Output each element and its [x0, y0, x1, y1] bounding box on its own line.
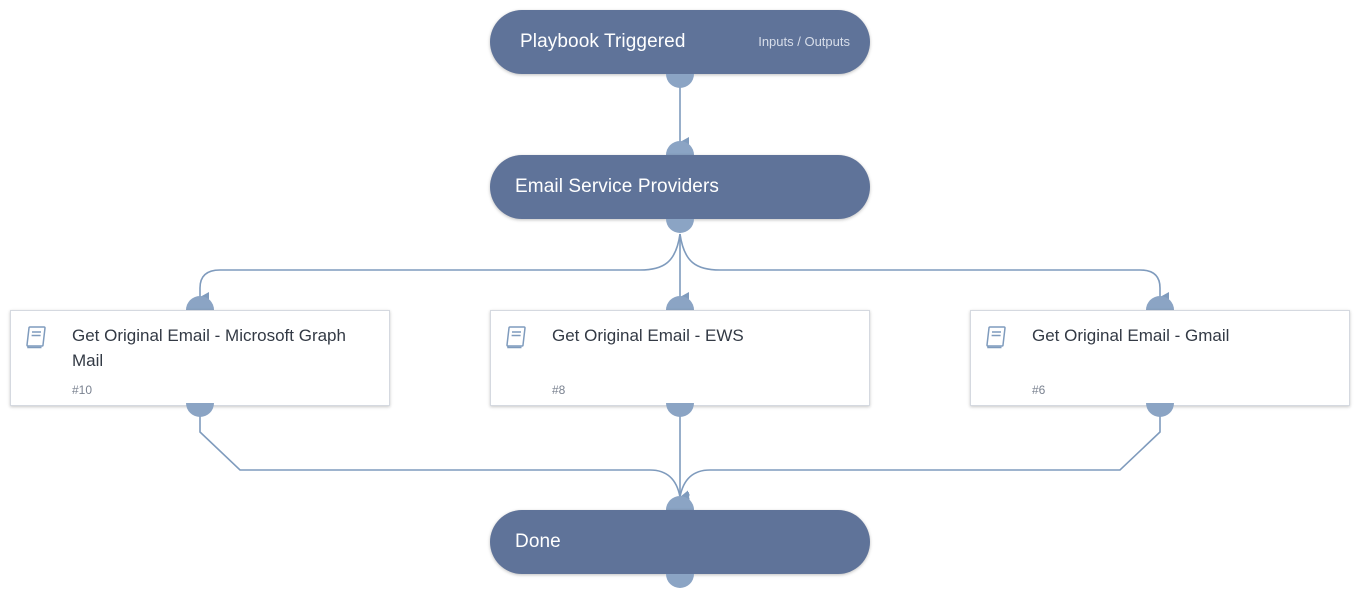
input-port[interactable] [666, 496, 694, 510]
input-port[interactable] [186, 296, 214, 310]
output-port[interactable] [666, 403, 694, 417]
task-id: #8 [552, 383, 566, 397]
book-icon [986, 326, 1006, 349]
node-title: Done [515, 531, 561, 552]
task-title: Get Original Email - Gmail [1032, 326, 1230, 345]
edge-task-10-to-done [199, 414, 690, 501]
email-service-providers-node[interactable]: Email Service Providers [490, 155, 870, 219]
output-port[interactable] [666, 74, 694, 88]
task-title: Get Original Email - Microsoft Graph Mai… [72, 326, 346, 370]
task-title: Get Original Email - EWS [552, 326, 744, 345]
output-port[interactable] [666, 574, 694, 588]
task-id: #6 [1032, 383, 1046, 397]
edge-router-to-task-6 [679, 233, 1169, 302]
task-id: #10 [72, 383, 93, 397]
edge-task-6-to-done [679, 414, 1161, 504]
task-card-ews[interactable]: Get Original Email - EWS #8 [490, 310, 870, 406]
input-port[interactable] [666, 141, 694, 155]
done-node[interactable]: Done [490, 510, 870, 574]
output-port[interactable] [186, 403, 214, 417]
node-title: Playbook Triggered [520, 31, 686, 52]
task-card-microsoft-graph-mail[interactable]: Get Original Email - Microsoft Graph Mai… [10, 310, 390, 406]
book-icon [506, 326, 526, 349]
playbook-triggered-node[interactable]: Playbook Triggered Inputs / Outputs [490, 10, 870, 74]
output-port[interactable] [1146, 403, 1174, 417]
node-title: Email Service Providers [515, 176, 719, 197]
task-card-gmail[interactable]: Get Original Email - Gmail #6 [970, 310, 1350, 406]
edge-router-to-task-10 [199, 233, 681, 302]
book-icon [26, 326, 46, 349]
inputs-outputs-link[interactable]: Inputs / Outputs [758, 34, 850, 49]
input-port[interactable] [1146, 296, 1174, 310]
output-port[interactable] [666, 219, 694, 233]
input-port[interactable] [666, 296, 694, 310]
